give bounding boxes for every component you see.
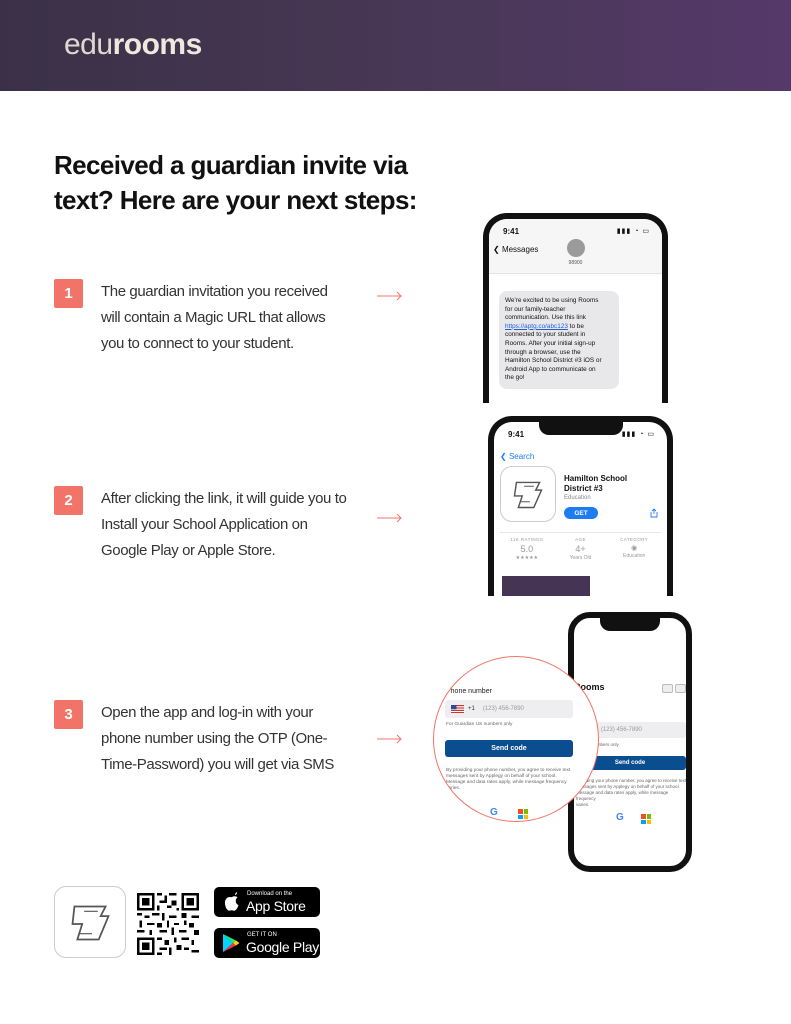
mail-icon[interactable]	[662, 684, 673, 693]
header-banner: edurooms	[0, 0, 791, 91]
us-numbers-note: For Guardian US numbers only	[446, 722, 513, 727]
status-icons: ▮▮▮ ◔ ▭	[621, 431, 655, 438]
legal-text: providing your phone number, you agree t…	[576, 778, 687, 807]
messages-header: 9:41 ▮▮▮ ◔ ▭ ❮ Messages 98900	[489, 219, 662, 274]
messages-phone-mockup: 9:41 ▮▮▮ ◔ ▭ ❮ Messages 98900 We're exci…	[483, 213, 668, 403]
status-icons: ▮▮▮ ◔ ▭	[616, 228, 650, 235]
get-app-button[interactable]: GET	[564, 507, 598, 519]
phone-notch	[538, 422, 623, 435]
chevron-left-icon: ❮	[493, 245, 500, 254]
google-play-badge[interactable]: GET IT ON Google Play	[214, 928, 320, 958]
arrow-right-icon	[377, 513, 402, 523]
step-number-badge: 1	[54, 279, 83, 308]
phone-number-label: Phone number	[446, 688, 492, 695]
sender-number: 98900	[568, 260, 583, 266]
contact-avatar-icon	[566, 239, 585, 257]
app-screenshot-preview	[502, 576, 590, 596]
zoom-phone-number-input[interactable]: +1(123) 456-7890	[445, 700, 573, 718]
qr-code-icon[interactable]	[137, 893, 199, 955]
phone-call-icon[interactable]	[675, 684, 686, 693]
ratings-stat: 11K RATINGS 5.0 ★★★★★	[500, 533, 554, 576]
category-stat: CATEGORY ◉ Education	[607, 533, 661, 576]
us-flag-icon	[451, 705, 464, 713]
hamilton-school-logo	[54, 886, 126, 958]
step-number-badge: 3	[54, 700, 83, 729]
page-title: Received a guardian invite via text? Her…	[54, 150, 417, 215]
google-signin-icon[interactable]: G	[616, 812, 624, 823]
zoom-send-code-button[interactable]: Send code	[445, 740, 573, 757]
microsoft-signin-icon[interactable]	[518, 809, 528, 819]
messages-back-button[interactable]: ❮ Messages	[493, 245, 539, 254]
status-time: 9:41	[508, 430, 525, 439]
age-stat: AGE 4+ Years Old	[569, 537, 592, 561]
step-text: The guardian invitation you received wil…	[101, 283, 328, 352]
arrow-right-icon	[377, 291, 402, 301]
app-category-sub: Education	[564, 495, 591, 501]
magic-url-link[interactable]: https://aptg.co/abc123	[505, 322, 568, 330]
chevron-left-icon: ❮	[500, 452, 507, 461]
apple-icon	[224, 892, 239, 911]
step-number-badge: 2	[54, 486, 83, 515]
app-store-badge[interactable]: Download on the App Store	[214, 887, 320, 917]
google-signin-icon[interactable]: G	[490, 807, 498, 818]
sms-message-bubble: We're excited to be using Rooms for our …	[499, 291, 619, 389]
edurooms-logo: edurooms	[64, 28, 202, 61]
app-stats-row: 11K RATINGS 5.0 ★★★★★ AGE 4+ Years Old C…	[500, 532, 661, 576]
appstore-phone-mockup: 9:41 ▮▮▮ ◔ ▭ ❮ Search Hamilton School Di…	[488, 416, 673, 596]
star-rating-icon: ★★★★★	[515, 555, 539, 561]
hamilton-school-app-icon	[500, 466, 556, 522]
rooms-app-title: Rooms	[574, 682, 605, 692]
login-zoom-callout: Phone number +1(123) 456-7890 For Guardi…	[433, 656, 599, 822]
app-name: Hamilton School District #3	[564, 474, 628, 493]
zoom-legal-text: By providing your phone number, you agre…	[446, 768, 571, 791]
google-play-icon	[223, 934, 240, 952]
step-text: After clicking the link, it will guide y…	[101, 490, 347, 559]
microsoft-signin-icon[interactable]	[641, 814, 651, 824]
arrow-right-icon	[377, 734, 402, 744]
search-back-button[interactable]: ❮ Search	[500, 452, 535, 461]
share-icon[interactable]	[649, 508, 659, 518]
category-education-icon: ◉	[631, 545, 638, 552]
phone-notch	[600, 618, 660, 631]
send-code-button[interactable]: Send code	[574, 756, 686, 770]
step-text: Open the app and log-in with your phone …	[101, 704, 335, 773]
status-time: 9:41	[503, 227, 520, 236]
